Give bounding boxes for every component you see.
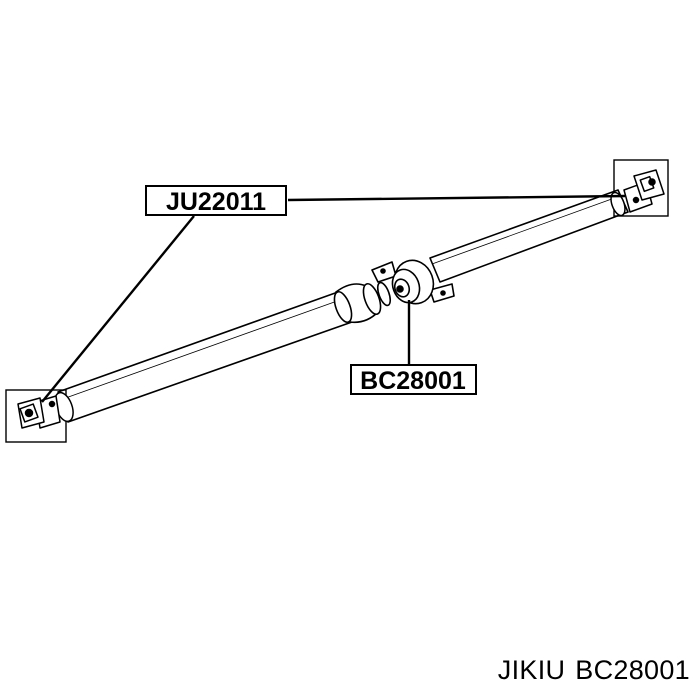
front-universal-joint (610, 159, 669, 217)
callout-bc28001: BC28001 (350, 364, 477, 395)
rear-shaft-tube (57, 291, 353, 423)
front-shaft-tube (429, 189, 629, 283)
leader-ju22011-front (287, 194, 626, 202)
rear-universal-joint (5, 389, 74, 443)
callout-ju22011: JU22011 (145, 185, 287, 216)
center-bearing (371, 259, 455, 305)
leader-lines (41, 194, 626, 403)
callout-bc28001-text: BC28001 (360, 367, 466, 395)
leader-ju22011-rear (41, 215, 195, 403)
part-caption: JIKIU BC28001 (498, 655, 690, 686)
callout-ju22011-box (145, 185, 287, 216)
caption-brand: JIKIU (497, 655, 566, 685)
caption-part-number: BC28001 (575, 655, 690, 685)
callout-ju22011-text: JU22011 (166, 188, 266, 216)
tube-swage (333, 281, 392, 324)
front-joint-frame (613, 159, 669, 217)
callout-bc28001-box (350, 364, 477, 395)
